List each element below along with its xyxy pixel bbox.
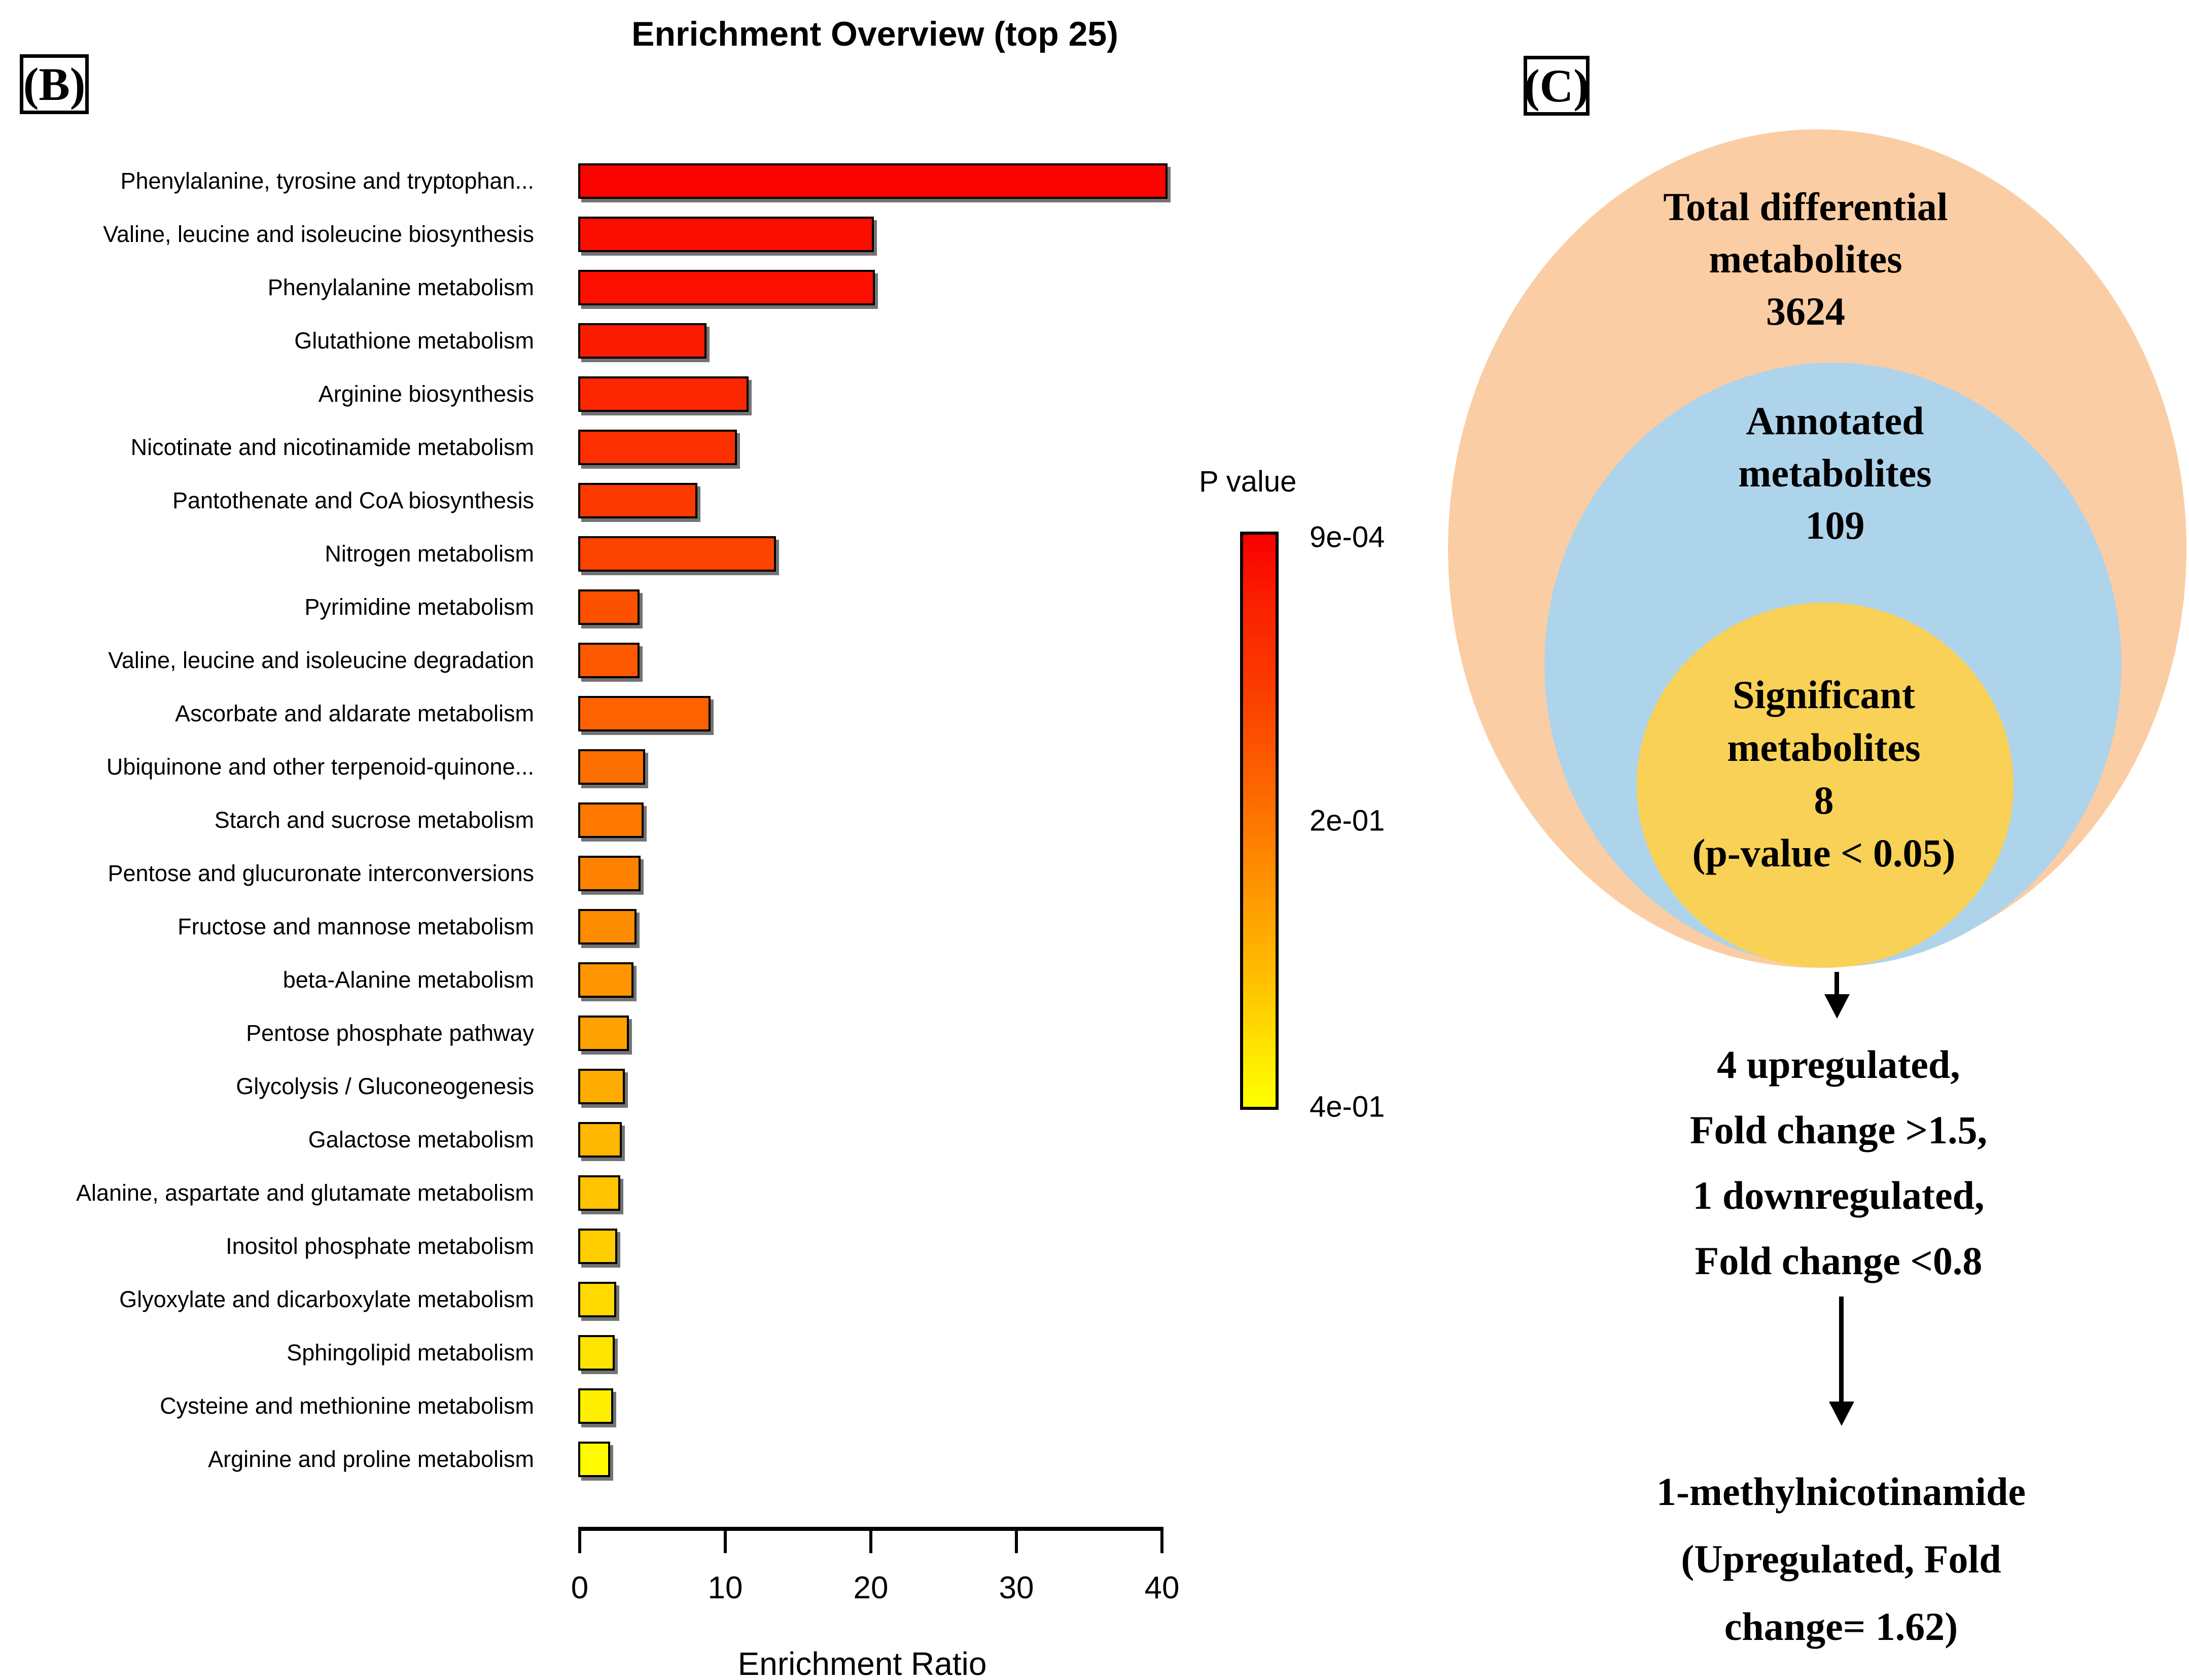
colorbar-tick-high: 9e-04 — [1310, 520, 1385, 554]
bar — [578, 802, 644, 838]
x-axis-tick — [578, 1527, 581, 1553]
bar — [578, 1442, 610, 1477]
bar — [578, 270, 875, 305]
down-arrow-icon — [1834, 972, 1839, 998]
bar — [578, 643, 640, 678]
bar — [578, 909, 637, 944]
venn-circle-significant — [1637, 603, 2014, 968]
bar-category-label: Valine, leucine and isoleucine degradati… — [108, 647, 534, 673]
bar-category-label: Alanine, aspartate and glutamate metabol… — [76, 1180, 534, 1206]
down-arrow-icon — [1839, 1297, 1844, 1406]
bar-category-label: Pyrimidine metabolism — [304, 594, 534, 620]
bar-category-label: Ubiquinone and other terpenoid-quinone..… — [106, 754, 534, 780]
bar-category-label: Nicotinate and nicotinamide metabolism — [130, 434, 534, 460]
bar-category-label: beta-Alanine metabolism — [283, 967, 534, 993]
bar-category-label: Glyoxylate and dicarboxylate metabolism — [119, 1286, 534, 1312]
bar-category-label: Phenylalanine, tyrosine and tryptophan..… — [120, 168, 534, 194]
bar — [578, 483, 697, 518]
bar — [578, 589, 640, 625]
x-axis-tick-label: 40 — [1144, 1570, 1180, 1605]
bar-category-label: Glutathione metabolism — [294, 328, 534, 354]
flow-text-metabolite: 1-methylnicotinamide (Upregulated, Fold … — [1656, 1469, 2026, 1649]
x-axis-tick-label: 20 — [853, 1570, 889, 1605]
bar — [578, 1069, 625, 1104]
chart-title: Enrichment Overview (top 25) — [631, 15, 1118, 53]
bar-category-label: Glycolysis / Gluconeogenesis — [236, 1073, 534, 1099]
bar-category-label: Valine, leucine and isoleucine biosynthe… — [103, 221, 534, 247]
colorbar-tick-mid: 2e-01 — [1310, 804, 1385, 837]
bar — [578, 1122, 622, 1158]
x-axis-tick — [869, 1527, 872, 1553]
bar-category-label: Cysteine and methionine metabolism — [160, 1393, 534, 1419]
panel-c-label: (C) — [1524, 56, 1590, 116]
x-axis-tick-label: 0 — [571, 1570, 589, 1605]
x-axis-tick-label: 10 — [708, 1570, 743, 1605]
bar-category-label: Phenylalanine metabolism — [267, 274, 534, 300]
bar — [578, 376, 749, 412]
bar — [578, 1388, 613, 1424]
bar — [578, 1229, 617, 1264]
x-axis-tick — [1015, 1527, 1018, 1553]
panel-c-label-text: (C) — [1524, 60, 1589, 112]
bar-category-label: Sphingolipid metabolism — [287, 1340, 534, 1366]
bar — [578, 1282, 616, 1317]
bar-category-label: Ascorbate and aldarate metabolism — [175, 701, 534, 726]
x-axis-tick — [724, 1527, 727, 1553]
bar-category-label: Pantothenate and CoA biosynthesis — [172, 487, 534, 513]
bar-category-label: Starch and sucrose metabolism — [214, 807, 534, 833]
colorbar-title: P value — [1199, 465, 1297, 498]
x-axis-title: Enrichment Ratio — [737, 1646, 987, 1680]
bar-category-label: Pentose and glucuronate interconversions — [108, 860, 534, 886]
bar-category-label: Fructose and mannose metabolism — [178, 914, 534, 939]
venn-text-total: Total differential metabolites 3624 — [1663, 185, 1948, 333]
colorbar — [1240, 532, 1279, 1110]
bar — [578, 163, 1168, 199]
bar — [578, 1175, 620, 1211]
down-arrow-head-icon — [1829, 1402, 1854, 1426]
bar — [578, 430, 737, 465]
bar — [578, 856, 641, 891]
bar-category-label: Arginine biosynthesis — [318, 381, 534, 407]
bar-category-label: Arginine and proline metabolism — [208, 1446, 534, 1472]
down-arrow-head-icon — [1824, 994, 1850, 1019]
venn-text-annotated: Annotated metabolites 109 — [1738, 399, 1932, 547]
bar — [578, 696, 711, 731]
bar — [578, 217, 874, 252]
bar — [578, 536, 776, 572]
bar-category-label: Inositol phosphate metabolism — [226, 1233, 534, 1259]
flow-text-regulation: 4 upregulated, Fold change >1.5, 1 downr… — [1689, 1042, 1988, 1283]
colorbar-tick-low: 4e-01 — [1310, 1090, 1385, 1124]
x-axis-tick — [1160, 1527, 1163, 1553]
bar — [578, 962, 633, 998]
bar-category-label: Nitrogen metabolism — [325, 541, 534, 567]
bar — [578, 749, 645, 785]
venn-text-significant: Significant metabolites 8 (p-value < 0.0… — [1692, 673, 1956, 875]
bar-category-label: Pentose phosphate pathway — [246, 1020, 534, 1046]
bar-category-label: Galactose metabolism — [308, 1127, 534, 1152]
bar — [578, 323, 707, 359]
panel-b-label: (B) — [20, 54, 89, 114]
x-axis-tick-label: 30 — [999, 1570, 1034, 1605]
bar — [578, 1335, 615, 1371]
bar — [578, 1016, 629, 1051]
panel-b-label-text: (B) — [23, 58, 86, 110]
